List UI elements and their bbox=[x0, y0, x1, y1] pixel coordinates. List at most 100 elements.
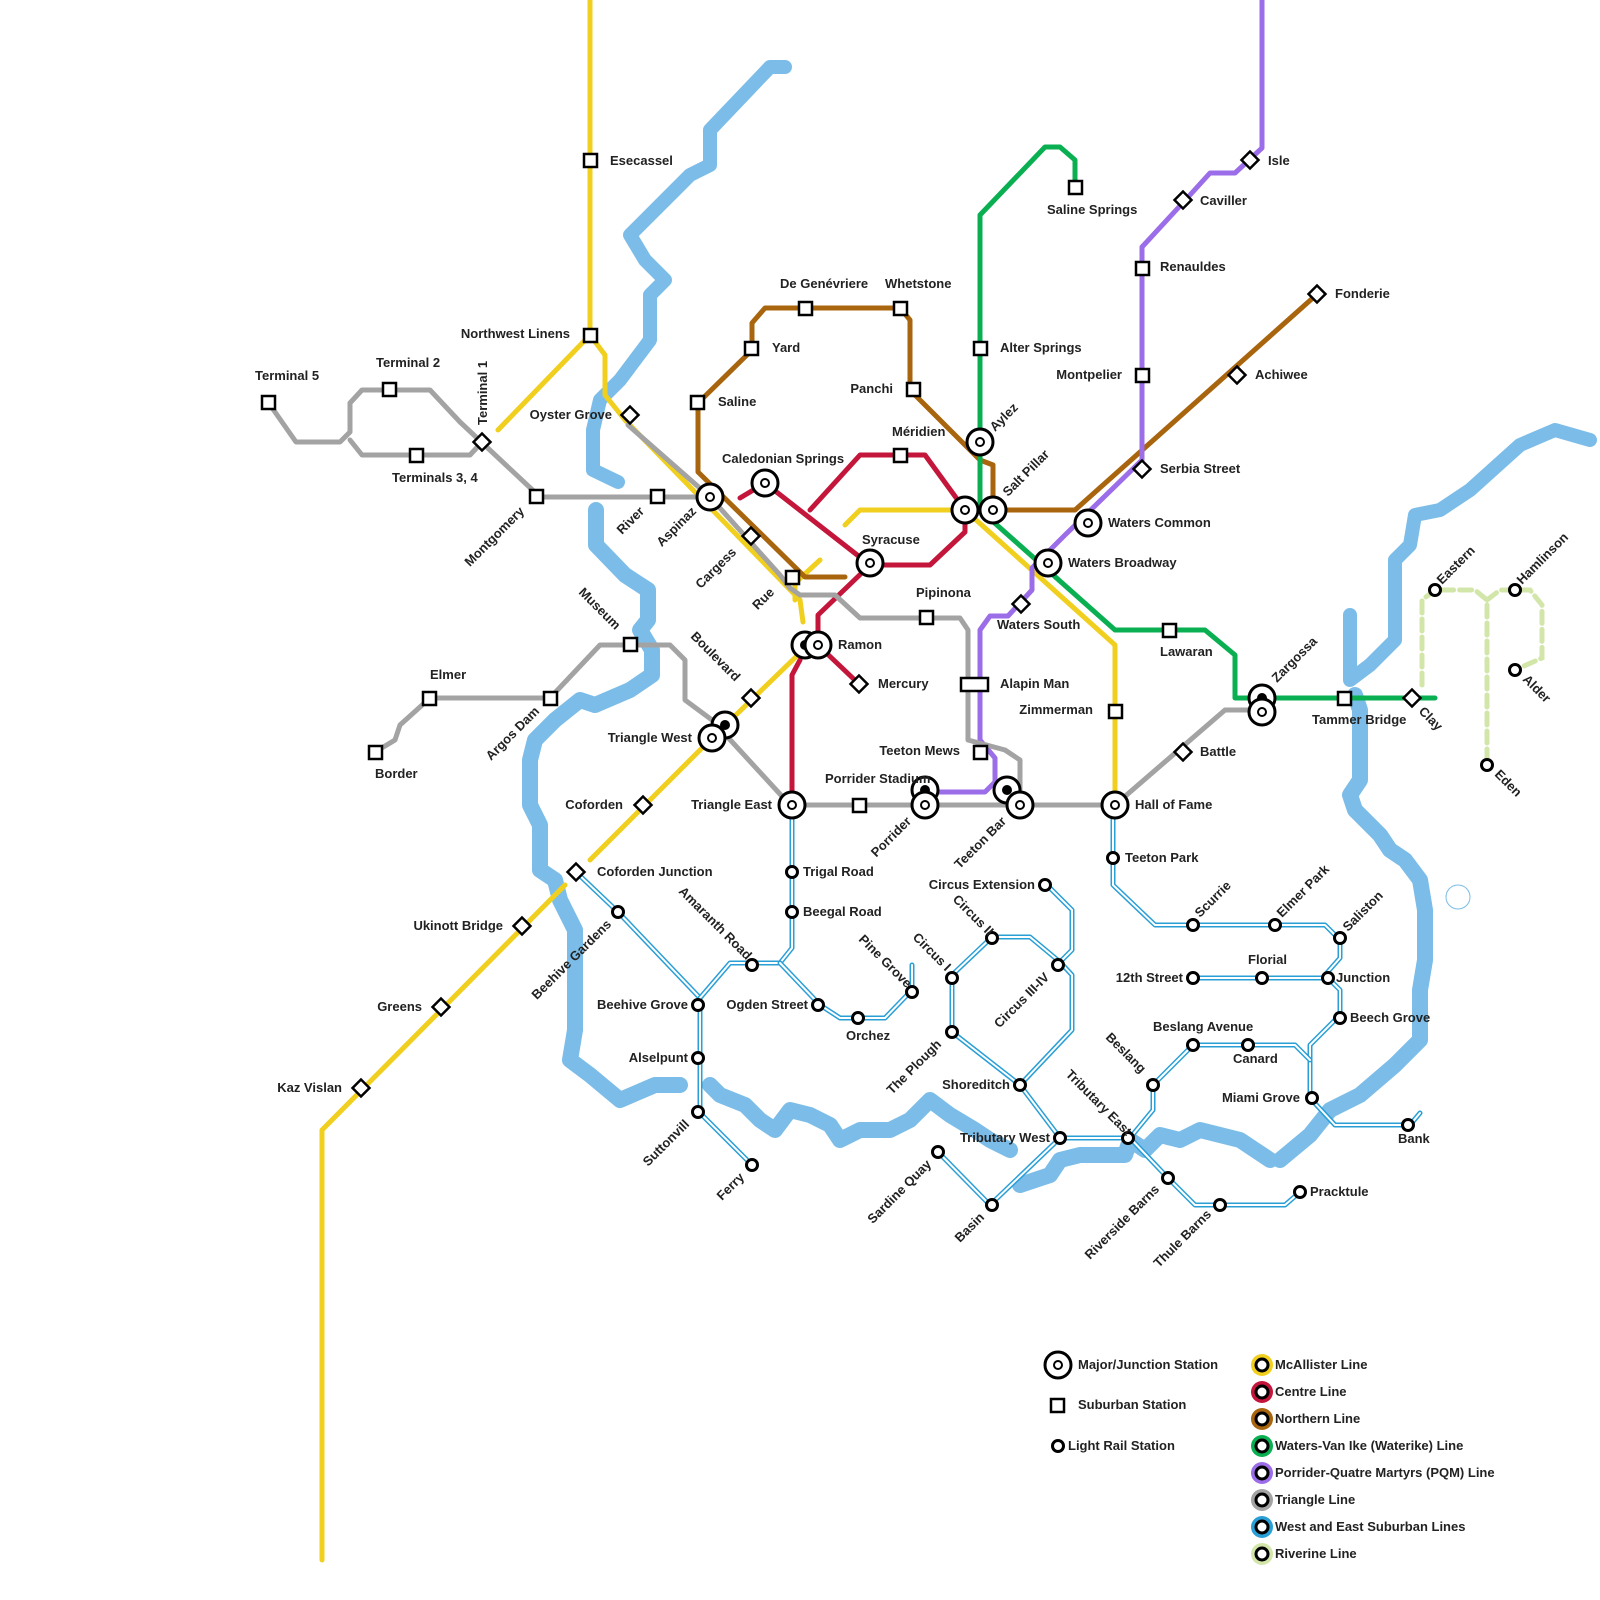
station-marker-canard[interactable] bbox=[1241, 1038, 1255, 1052]
station-marker-elmer[interactable] bbox=[421, 690, 438, 707]
station-marker-shoreditch[interactable] bbox=[1013, 1078, 1027, 1092]
station-marker-ogden-street[interactable] bbox=[811, 998, 825, 1012]
station-marker-bank[interactable] bbox=[1401, 1118, 1415, 1132]
station-marker-aylez[interactable] bbox=[965, 427, 995, 457]
station-marker-syracuse[interactable] bbox=[855, 548, 885, 578]
station-marker-battle[interactable] bbox=[1172, 741, 1194, 763]
station-marker-waters-common[interactable] bbox=[1073, 508, 1103, 538]
station-marker-beech-grove[interactable] bbox=[1333, 1011, 1347, 1025]
station-marker-beehive-grove[interactable] bbox=[691, 998, 705, 1012]
station-marker-florial[interactable] bbox=[1255, 971, 1269, 985]
station-marker-pipinona[interactable] bbox=[918, 609, 935, 626]
station-marker-montpelier[interactable] bbox=[1134, 367, 1151, 384]
station-marker-yard[interactable] bbox=[743, 340, 760, 357]
station-marker-clay[interactable] bbox=[1401, 687, 1423, 709]
station-marker-beslang-avenue[interactable] bbox=[1186, 1038, 1200, 1052]
station-marker-twelfth-street[interactable] bbox=[1186, 971, 1200, 985]
station-marker-circus-i[interactable] bbox=[945, 971, 959, 985]
station-marker-renauldes[interactable] bbox=[1134, 260, 1151, 277]
station-marker-ukinott-bridge[interactable] bbox=[511, 915, 533, 937]
station-marker-eastern[interactable] bbox=[1428, 583, 1442, 597]
station-marker-beslang[interactable] bbox=[1146, 1078, 1160, 1092]
station-marker-pine-grove[interactable] bbox=[905, 985, 919, 999]
station-marker-rue[interactable] bbox=[784, 569, 801, 586]
station-marker-museum[interactable] bbox=[622, 636, 639, 653]
station-marker-coforden[interactable] bbox=[632, 794, 654, 816]
station-marker-basin[interactable] bbox=[985, 1198, 999, 1212]
station-marker-river[interactable] bbox=[649, 488, 666, 505]
station-marker-tributary-west[interactable] bbox=[1053, 1131, 1067, 1145]
station-marker-esecassel[interactable] bbox=[582, 152, 599, 169]
station-marker-hamlinson[interactable] bbox=[1508, 583, 1522, 597]
station-marker-scurrie[interactable] bbox=[1186, 918, 1200, 932]
station-marker-coforden-junction[interactable] bbox=[565, 861, 587, 883]
station-marker-zimmerman[interactable] bbox=[1107, 703, 1124, 720]
station-marker-saliston[interactable] bbox=[1333, 931, 1347, 945]
station-marker-sardine-quay[interactable] bbox=[931, 1145, 945, 1159]
station-marker-triangle-east[interactable] bbox=[777, 790, 807, 820]
station-marker-serbia-street[interactable] bbox=[1131, 458, 1153, 480]
station-marker-waters-broadway[interactable] bbox=[1033, 548, 1063, 578]
station-marker-meridien[interactable] bbox=[892, 447, 909, 464]
station-marker-isle[interactable] bbox=[1239, 149, 1261, 171]
station-marker-montgomery[interactable] bbox=[528, 488, 545, 505]
station-marker-circus-extension[interactable] bbox=[1038, 878, 1052, 892]
station-marker-saline[interactable] bbox=[689, 394, 706, 411]
station-marker-terminal2[interactable] bbox=[381, 381, 398, 398]
station-marker-elmer-park[interactable] bbox=[1268, 918, 1282, 932]
station-marker-circus-ii[interactable] bbox=[985, 931, 999, 945]
station-marker-amaranth-road[interactable] bbox=[745, 958, 759, 972]
station-marker-cargess[interactable] bbox=[740, 525, 762, 547]
station-marker-fonderie[interactable] bbox=[1306, 283, 1328, 305]
station-marker-ferry[interactable] bbox=[745, 1158, 759, 1172]
station-marker-northwest-linens[interactable] bbox=[582, 327, 599, 344]
station-marker-suttonvill[interactable] bbox=[691, 1105, 705, 1119]
station-marker-hall-of-fame[interactable] bbox=[1100, 790, 1130, 820]
station-marker-panchi[interactable] bbox=[905, 381, 922, 398]
station-marker-kaz-vislan[interactable] bbox=[350, 1077, 372, 1099]
station-marker-saline-springs[interactable] bbox=[1067, 179, 1084, 196]
station-marker-boulevard[interactable] bbox=[740, 687, 762, 709]
station-marker-terminal1[interactable] bbox=[471, 431, 493, 453]
station-marker-salt-pillar[interactable] bbox=[978, 495, 1008, 525]
station-marker-junction[interactable] bbox=[1321, 971, 1335, 985]
station-marker-salt-pillar-a[interactable] bbox=[950, 495, 980, 525]
station-marker-mercury[interactable] bbox=[848, 673, 870, 695]
station-marker-teeton-park[interactable] bbox=[1106, 851, 1120, 865]
station-marker-waters-south[interactable] bbox=[1010, 593, 1032, 615]
station-marker-the-plough[interactable] bbox=[945, 1025, 959, 1039]
station-marker-tributary-east[interactable] bbox=[1121, 1131, 1135, 1145]
station-marker-beegal-road[interactable] bbox=[785, 905, 799, 919]
station-marker-alapin-man[interactable] bbox=[959, 676, 990, 693]
station-marker-teeton-mews[interactable] bbox=[972, 744, 989, 761]
station-marker-pracktule[interactable] bbox=[1293, 1185, 1307, 1199]
station-marker-thule-barns[interactable] bbox=[1213, 1198, 1227, 1212]
station-marker-beehive-gardens[interactable] bbox=[611, 905, 625, 919]
station-marker-miami-grove[interactable] bbox=[1305, 1091, 1319, 1105]
station-marker-orchez[interactable] bbox=[851, 1011, 865, 1025]
station-marker-caviller[interactable] bbox=[1172, 189, 1194, 211]
station-marker-achiwee[interactable] bbox=[1226, 364, 1248, 386]
station-marker-porrider[interactable] bbox=[910, 790, 940, 820]
station-marker-terminals34[interactable] bbox=[408, 447, 425, 464]
station-marker-lawaran[interactable] bbox=[1161, 622, 1178, 639]
station-marker-circus-iii-iv[interactable] bbox=[1051, 958, 1065, 972]
station-marker-alter-springs[interactable] bbox=[972, 340, 989, 357]
station-marker-caledonian-springs[interactable] bbox=[750, 468, 780, 498]
station-marker-aspinaz[interactable] bbox=[695, 482, 725, 512]
station-marker-eden[interactable] bbox=[1480, 758, 1494, 772]
station-marker-alder[interactable] bbox=[1508, 663, 1522, 677]
station-marker-triangle-west[interactable] bbox=[697, 723, 727, 753]
station-marker-riverside-barns[interactable] bbox=[1161, 1171, 1175, 1185]
station-marker-trigal-road[interactable] bbox=[785, 865, 799, 879]
station-marker-border[interactable] bbox=[367, 744, 384, 761]
station-marker-terminal5[interactable] bbox=[260, 394, 277, 411]
station-marker-greens[interactable] bbox=[430, 996, 452, 1018]
station-marker-whetstone[interactable] bbox=[892, 300, 909, 317]
station-marker-de-genevriere[interactable] bbox=[797, 300, 814, 317]
station-marker-teeton-bar[interactable] bbox=[1005, 790, 1035, 820]
station-marker-argos-dam[interactable] bbox=[542, 690, 559, 707]
station-marker-ramon[interactable] bbox=[803, 630, 833, 660]
station-marker-oyster-grove[interactable] bbox=[619, 404, 641, 426]
station-marker-tammer-bridge[interactable] bbox=[1336, 690, 1353, 707]
